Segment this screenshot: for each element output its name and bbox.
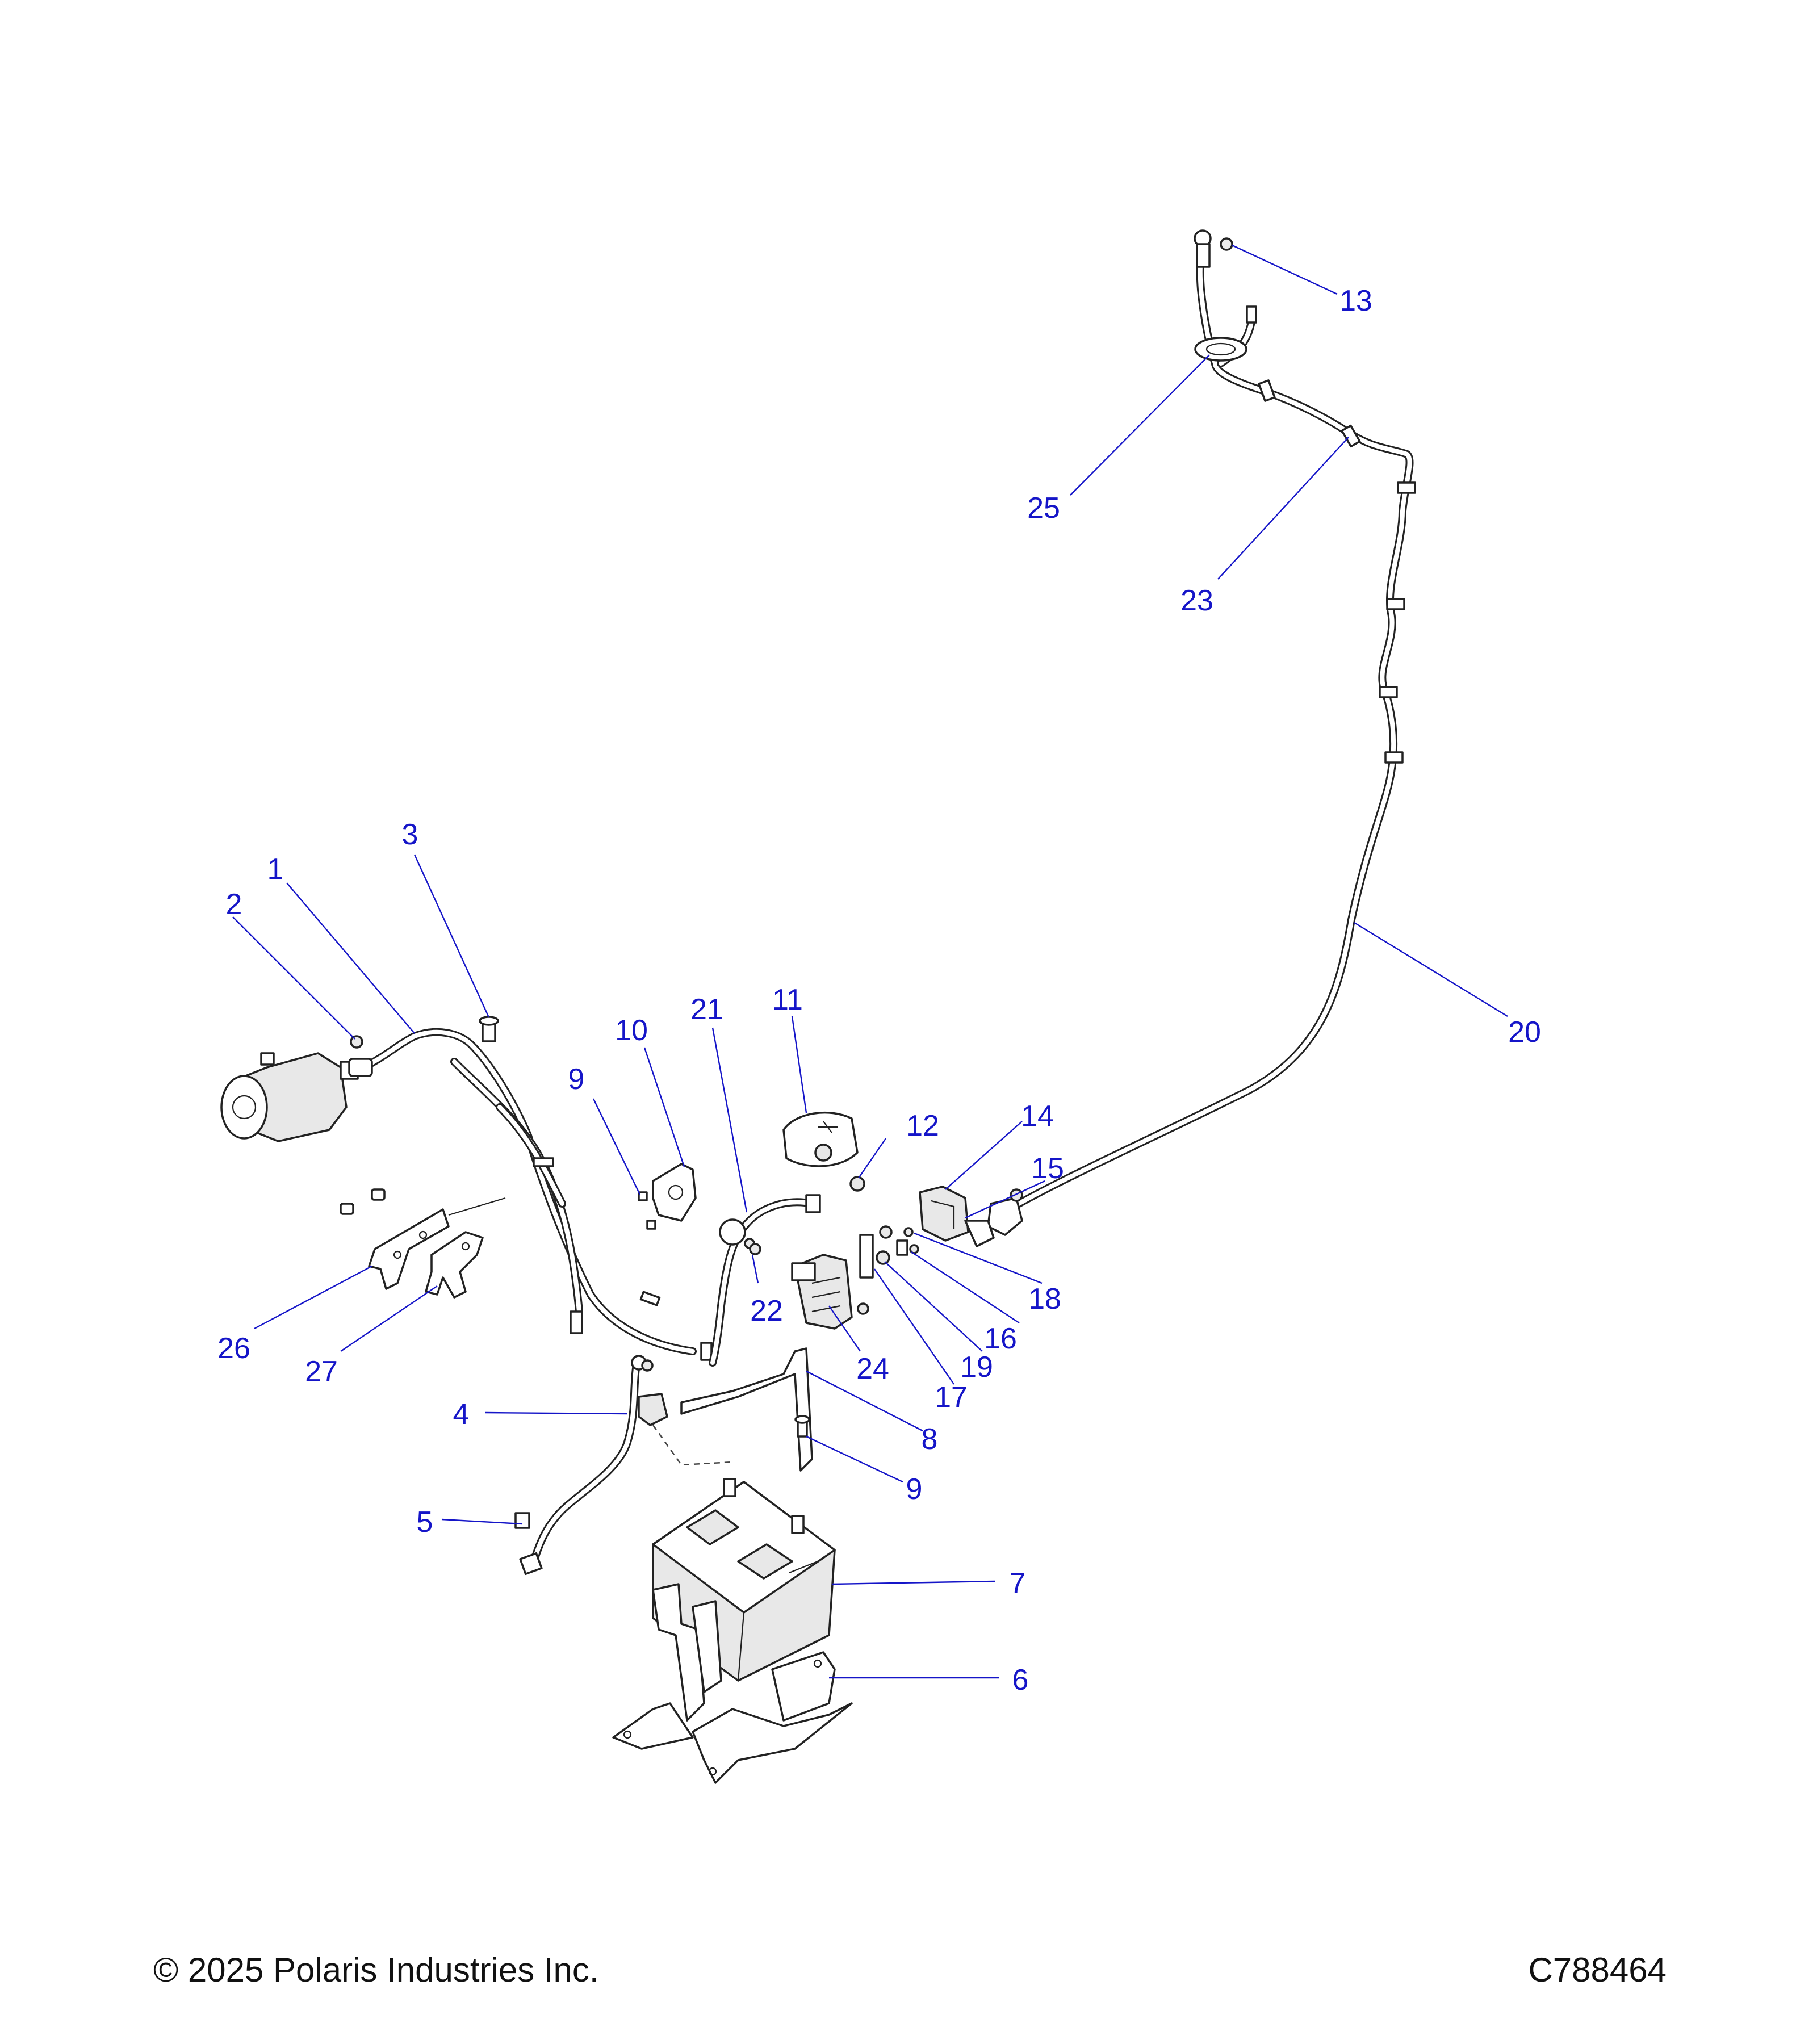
callout-21: 21 (690, 993, 723, 1026)
callout-25: 25 (1027, 492, 1060, 525)
callout-9-upper: 9 (568, 1063, 585, 1096)
cable-21 (709, 1194, 821, 1367)
callout-9-lower: 9 (906, 1473, 923, 1506)
copyright-text: © 2025 Polaris Industries Inc. (153, 1951, 599, 1989)
ground-cable (514, 1355, 733, 1576)
callouts: 1 2 3 4 5 6 7 8 9 9 10 11 12 13 14 15 16… (217, 284, 1541, 1697)
callout-3: 3 (402, 818, 418, 851)
callout-1: 1 (267, 853, 284, 886)
callout-11: 11 (772, 983, 803, 1016)
brackets-26-27 (340, 1188, 506, 1299)
callout-13: 13 (1339, 284, 1372, 317)
callout-18: 18 (1028, 1283, 1061, 1316)
callout-8: 8 (922, 1423, 938, 1456)
callout-7: 7 (1010, 1567, 1026, 1600)
callout-22: 22 (750, 1295, 783, 1327)
starter-motor (220, 1052, 359, 1142)
callout-4: 4 (453, 1398, 470, 1431)
solenoid-assembly (638, 1163, 697, 1230)
callout-12: 12 (906, 1109, 939, 1142)
callout-10: 10 (615, 1014, 648, 1047)
hold-down-strap (680, 1347, 813, 1472)
callout-2: 2 (226, 888, 242, 921)
callout-15: 15 (1031, 1152, 1064, 1185)
callout-24: 24 (856, 1352, 889, 1385)
callout-6: 6 (1012, 1664, 1029, 1697)
drawing-id: C788464 (1528, 1951, 1667, 1989)
starter-cable (348, 1016, 713, 1361)
callout-14: 14 (1021, 1100, 1054, 1133)
callout-26: 26 (217, 1332, 250, 1365)
terminal-cover (749, 1111, 865, 1255)
callout-27: 27 (305, 1355, 338, 1388)
callout-23: 23 (1180, 584, 1213, 617)
callout-16: 16 (984, 1322, 1017, 1355)
fuse-block (791, 1186, 995, 1330)
leader-lines (232, 244, 1508, 1679)
callout-19: 19 (960, 1351, 993, 1384)
callout-5: 5 (417, 1506, 433, 1539)
battery-tray (612, 1583, 853, 1784)
callout-20: 20 (1508, 1016, 1541, 1049)
callout-17: 17 (935, 1381, 968, 1414)
battery-cable-long (987, 229, 1416, 1236)
